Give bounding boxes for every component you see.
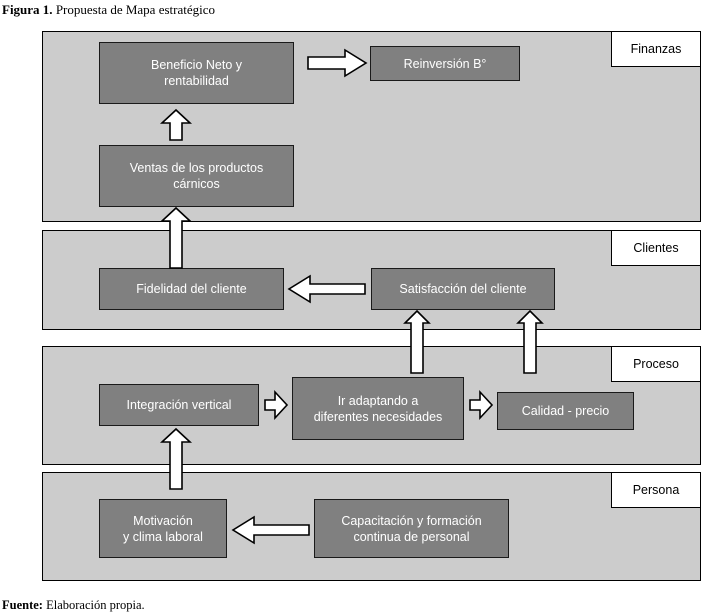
node-ir-adaptando: Ir adaptando a diferentes necesidades <box>292 377 464 440</box>
arrow-calidad-to-satisfaccion <box>516 309 544 374</box>
node-capacitacion-formacion: Capacitación y formación continua de per… <box>314 499 509 558</box>
arrow-capacitacion-to-motivacion <box>231 515 310 545</box>
node-integracion-vertical-line1: Integración vertical <box>126 398 232 412</box>
node-motivacion-clima-line2: y clima laboral <box>123 529 203 544</box>
arrow-integracion-to-adaptando <box>264 389 289 421</box>
arrow-ventas-to-beneficio <box>159 108 193 141</box>
node-integracion-vertical: Integración vertical <box>99 384 259 426</box>
node-ir-adaptando-line2: diferentes necesidades <box>313 409 443 424</box>
band-chip-finanzas: Finanzas <box>611 31 701 67</box>
node-ir-adaptando-line1: Ir adaptando a <box>337 393 419 408</box>
arrow-satisfaccion-to-fidelidad <box>287 274 366 304</box>
band-chip-persona-label: Persona <box>632 483 680 497</box>
node-ventas-carnicos-line1: Ventas de los productos <box>129 161 264 175</box>
band-chip-clientes-label: Clientes <box>633 241 679 255</box>
arrow-fidelidad-to-ventas <box>159 206 193 269</box>
node-satisfaccion-cliente: Satisfacción del cliente <box>371 268 555 310</box>
band-chip-persona: Persona <box>611 472 701 508</box>
node-fidelidad-cliente: Fidelidad del cliente <box>99 268 284 310</box>
node-capacitacion-formacion-line2: continua de personal <box>353 529 470 544</box>
node-motivacion-clima-line1: Motivación <box>133 513 193 528</box>
band-chip-proceso-label: Proceso <box>633 357 679 371</box>
node-reinversion: Reinversión B° <box>370 46 520 81</box>
arrow-adaptando-to-satisfaccion <box>403 309 431 374</box>
node-beneficio-neto: Beneficio Neto y rentabilidad <box>99 42 294 104</box>
node-beneficio-neto-line2: rentabilidad <box>164 74 229 88</box>
node-capacitacion-formacion-line1: Capacitación y formación <box>341 513 482 528</box>
node-satisfaccion-cliente-line1: Satisfacción del cliente <box>399 282 527 296</box>
figure-source-label: Fuente: <box>2 598 43 612</box>
figure-caption: Figura 1. Propuesta de Mapa estratégico <box>2 2 215 18</box>
figure-source-text: Elaboración propia. <box>42 598 145 612</box>
band-chip-clientes: Clientes <box>611 230 701 266</box>
arrow-adaptando-to-calidad <box>469 389 494 421</box>
node-calidad-precio-line1: Calidad - precio <box>521 404 610 418</box>
figure-source: Fuente: Elaboración propia. <box>2 598 145 613</box>
strategy-map-diagram: Finanzas Beneficio Neto y rentabilidad R… <box>0 22 702 590</box>
figure-number: Figura 1. <box>2 2 53 17</box>
arrow-beneficio-to-reinversion <box>307 48 368 78</box>
node-calidad-precio: Calidad - precio <box>497 392 634 430</box>
node-fidelidad-cliente-line1: Fidelidad del cliente <box>136 282 247 296</box>
node-ventas-carnicos: Ventas de los productos cárnicos <box>99 145 294 207</box>
node-reinversion-line1: Reinversión B° <box>403 56 487 71</box>
arrow-motivacion-to-integracion <box>159 427 193 490</box>
figure-title: Propuesta de Mapa estratégico <box>52 2 216 17</box>
node-motivacion-clima: Motivación y clima laboral <box>99 499 227 558</box>
band-chip-proceso: Proceso <box>611 346 701 382</box>
node-beneficio-neto-line1: Beneficio Neto y <box>150 58 243 72</box>
node-ventas-carnicos-line2: cárnicos <box>173 177 220 191</box>
band-chip-finanzas-label: Finanzas <box>630 42 682 56</box>
